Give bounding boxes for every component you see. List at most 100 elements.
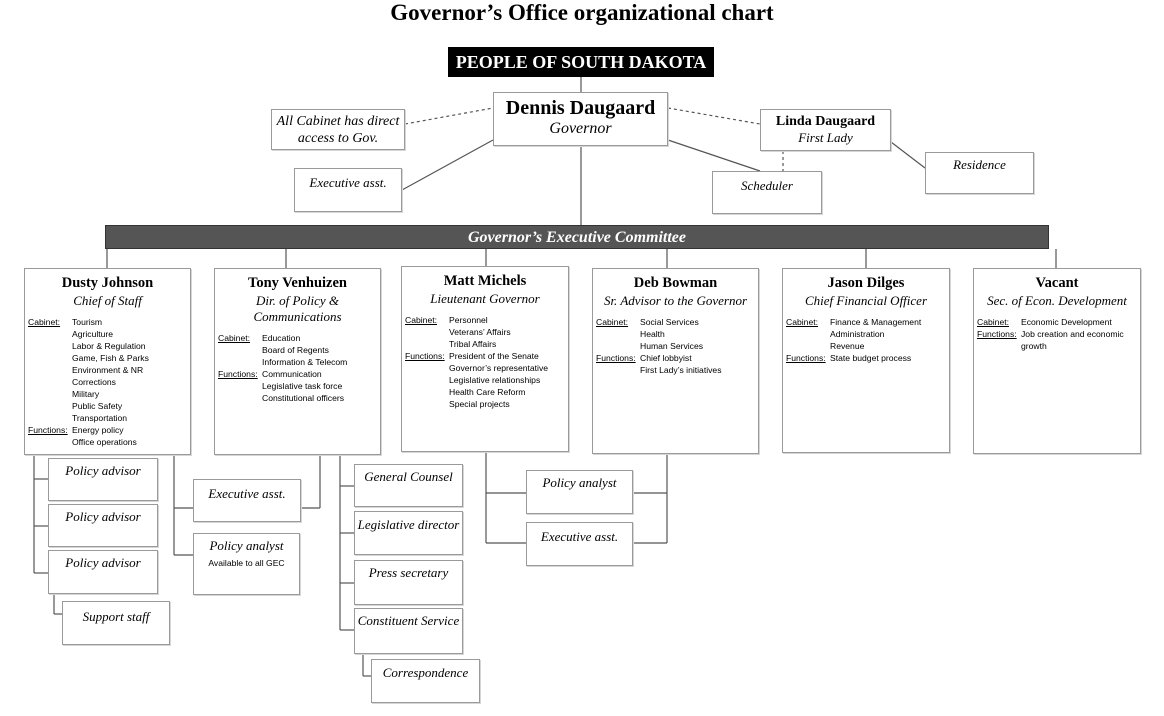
detail-row: Veterans’ Affairs	[405, 326, 568, 338]
detail-value: Chief lobbyist	[640, 353, 692, 363]
detail-row: First Lady’s initiatives	[596, 364, 758, 376]
detail-label	[218, 380, 262, 392]
page-title: Governor’s Office organizational chart	[390, 0, 774, 25]
detail-value: Economic Development	[1021, 317, 1112, 327]
governor-role: Governor	[549, 120, 612, 137]
people-of-south-dakota-header: PEOPLE OF SOUTH DAKOTA	[448, 47, 714, 77]
detail-value: Legislative task force	[262, 381, 343, 391]
detail-label	[28, 376, 72, 388]
member-name: Jason Dilges	[827, 275, 905, 291]
detail-label	[218, 356, 262, 368]
detail-label: Cabinet:	[977, 317, 1010, 327]
member-role: Lieutenant Governor	[430, 291, 540, 306]
detail-row: Health Care Reform	[405, 386, 568, 398]
detail-value: Veterans’ Affairs	[449, 327, 511, 337]
detail-value: Personnel	[449, 315, 488, 325]
detail-label	[596, 340, 640, 352]
detail-value: Transportation	[72, 413, 128, 423]
detail-row: Revenue	[786, 340, 949, 352]
detail-row: Board of Regents	[218, 344, 380, 356]
detail-row: Military	[28, 388, 190, 400]
detail-row: Legislative task force	[218, 380, 380, 392]
detail-row: Cabinet: Economic Development	[977, 316, 1140, 328]
detail-value: Legislative relationships	[449, 375, 541, 385]
policy-advisor-box-3: Policy advisor	[48, 550, 158, 594]
detail-label	[28, 400, 72, 412]
residence-box: Residence	[925, 152, 1034, 194]
detail-row: Cabinet:Personnel	[405, 314, 568, 326]
detail-value: Social Services	[640, 317, 699, 327]
detail-label: Functions:	[977, 329, 1017, 339]
detail-value: Agriculture	[72, 329, 114, 339]
detail-row: Governor’s representative	[405, 362, 568, 374]
cabinet-access-note: All Cabinet has direct access to Gov.	[271, 109, 405, 150]
detail-row: Labor & Regulation	[28, 340, 190, 352]
detail-label	[786, 328, 830, 340]
detail-value: Governor’s representative	[449, 363, 549, 373]
detail-row: Tribal Affairs	[405, 338, 568, 350]
detail-label	[28, 328, 72, 340]
scheduler-box: Scheduler	[712, 171, 822, 214]
first-lady-box: Linda Daugaard First Lady	[760, 109, 891, 151]
detail-value: State budget process	[830, 353, 912, 363]
detail-value: Corrections	[72, 377, 116, 387]
detail-label: Cabinet:	[786, 317, 819, 327]
detail-label	[28, 340, 72, 352]
detail-value: Office operations	[72, 437, 137, 447]
detail-value: Energy policy	[72, 425, 124, 435]
detail-label: Functions:	[405, 351, 445, 361]
detail-row: Cabinet: Social Services	[596, 316, 758, 328]
detail-label	[405, 374, 449, 386]
executive-asst-top-box: Executive asst.	[294, 168, 402, 212]
detail-label	[28, 412, 72, 424]
detail-row: Office operations	[28, 436, 190, 448]
policy-analyst-box-deb: Policy analyst	[526, 470, 633, 514]
detail-row: Cabinet:Finance & Management	[786, 316, 949, 328]
detail-row: Special projects	[405, 398, 568, 410]
detail-value: Labor & Regulation	[72, 341, 146, 351]
detail-row: Cabinet:Education	[218, 332, 380, 344]
executive-asst-box-deb: Executive asst.	[526, 522, 633, 566]
member-name: Deb Bowman	[633, 275, 718, 291]
detail-value: Revenue	[830, 341, 865, 351]
detail-label	[28, 352, 72, 364]
first-lady-role: First Lady	[798, 130, 853, 145]
detail-row: Environment & NR	[28, 364, 190, 376]
constituent-service-box: Constituent Service	[354, 608, 463, 654]
detail-label	[405, 338, 449, 350]
detail-row: Public Safety	[28, 400, 190, 412]
detail-label: Functions:	[28, 425, 68, 435]
executive-committee-bar: Governor’s Executive Committee	[105, 225, 1049, 249]
detail-value: Public Safety	[72, 401, 123, 411]
detail-row: Transportation	[28, 412, 190, 424]
detail-row: Functions:Communication	[218, 368, 380, 380]
detail-label	[405, 362, 449, 374]
detail-label	[218, 392, 262, 404]
member-role: Sr. Advisor to the Governor	[603, 293, 748, 308]
detail-label	[405, 326, 449, 338]
detail-label: Cabinet:	[596, 317, 629, 327]
detail-row: Corrections	[28, 376, 190, 388]
member-role: Dir. of Policy & Communications	[253, 293, 342, 324]
governor-name: Dennis Daugaard	[505, 97, 656, 119]
member-role: Chief of Staff	[73, 293, 142, 308]
detail-label	[596, 364, 640, 376]
detail-row: Functions:Job creation and economic grow…	[977, 328, 1140, 352]
support-staff-box: Support staff	[62, 601, 170, 645]
detail-row: Human Services	[596, 340, 758, 352]
detail-value: Constitutional officers	[262, 393, 345, 403]
member-name: Tony Venhuizen	[247, 275, 347, 291]
detail-row: Constitutional officers	[218, 392, 380, 404]
press-secretary-box: Press secretary	[354, 560, 463, 605]
detail-row: Game, Fish & Parks	[28, 352, 190, 364]
member-name: Matt Michels	[443, 273, 527, 289]
detail-row: Functions:Chief lobbyist	[596, 352, 758, 364]
